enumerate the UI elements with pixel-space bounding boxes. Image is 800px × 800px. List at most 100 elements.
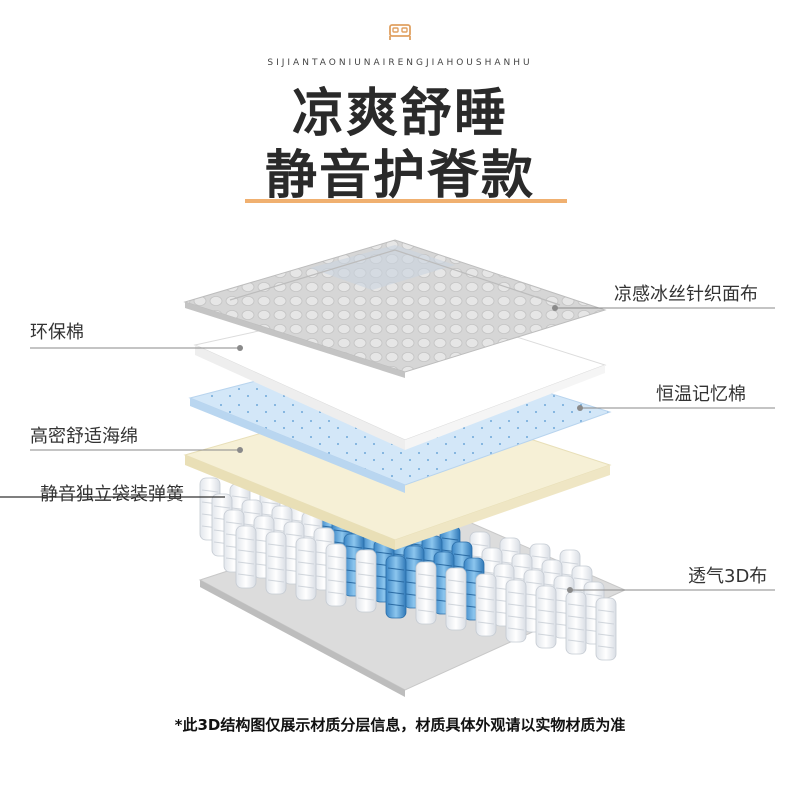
spring-coil-ring <box>303 523 321 527</box>
spring-coil-ring <box>273 517 291 521</box>
spring-coil-ring <box>327 555 345 559</box>
label-memory-foam: 恒温记忆棉 <box>656 384 746 405</box>
spring-coil-ring <box>537 633 555 637</box>
spring-coil-ring <box>357 597 375 601</box>
layer-knit-cover-edge <box>185 302 405 378</box>
spring-coil-ring <box>285 533 303 537</box>
spring-coil-ring <box>567 603 585 607</box>
spring-coil-ring <box>405 557 423 561</box>
layer-foam-edge <box>185 455 395 550</box>
spring-coil-ring <box>237 537 255 541</box>
spring-coil-ring <box>261 501 279 505</box>
spring-coil-ring <box>435 563 453 567</box>
disclaimer-footnote: *此3D结构图仅展示材质分层信息，材质具体外观请以实物材质为准 <box>174 716 626 734</box>
layer-eco-cotton-edge-right <box>405 365 605 450</box>
spring-coil-ring <box>567 615 585 619</box>
spring-coil-ring <box>567 627 585 631</box>
layer-memory-foam-edge <box>190 398 405 493</box>
spring-coil <box>265 531 287 595</box>
spring-coil-ring <box>357 585 375 589</box>
spring-coil-ring <box>597 645 615 649</box>
spring-coil-ring <box>201 489 219 493</box>
label-knit-cover: 凉感冰丝针织面布 <box>614 284 758 305</box>
spring-coil-ring <box>453 553 471 557</box>
spring-coil-ring <box>597 633 615 637</box>
spring-coil-ring <box>513 565 531 569</box>
spring-coil <box>445 567 467 631</box>
spring-coil-ring <box>537 597 555 601</box>
spring-coil-ring <box>477 597 495 601</box>
spring-coil-ring <box>483 559 501 563</box>
spring-coil-ring <box>267 579 285 583</box>
spring-coil-ring <box>597 609 615 613</box>
spring-coil-ring <box>237 561 255 565</box>
leader-lines <box>0 305 775 593</box>
brand-pinyin: SIJIANTAONIUNAIRENGJIAHOUSHANHU <box>267 58 533 68</box>
spring-coil-ring <box>297 573 315 577</box>
spring-coil-ring <box>297 549 315 553</box>
spring-coil-ring <box>387 603 405 607</box>
spring-coil-ring <box>531 555 549 559</box>
spring-coil <box>325 543 347 607</box>
layer-pocket-springs <box>199 477 617 661</box>
layer-knit-cover <box>183 239 607 373</box>
spring-coil-ring <box>417 597 435 601</box>
spring-coil-ring <box>357 573 375 577</box>
spring-coil-ring <box>333 529 351 533</box>
spring-coil-ring <box>231 495 249 499</box>
spring-coil-ring <box>507 615 525 619</box>
spring-coil-ring <box>525 581 543 585</box>
title-line-1: 凉爽舒睡 <box>291 84 508 144</box>
spring-coil-ring <box>507 591 525 595</box>
spring-coil-ring <box>315 539 333 543</box>
spring-coil-ring <box>255 527 273 531</box>
label-pocket-springs: 静音独立袋装弹簧 <box>40 484 184 505</box>
spring-coil-ring <box>327 579 345 583</box>
label-3d-fabric: 透气3D布 <box>688 566 768 587</box>
title-underline <box>245 199 567 203</box>
spring-coil-ring <box>585 593 603 597</box>
spring-coil <box>415 561 437 625</box>
spring-coil-ring <box>243 511 261 515</box>
spring-coil-ring <box>447 591 465 595</box>
spring-coil <box>385 555 407 619</box>
layer-3d-fabric-edge <box>200 580 405 697</box>
spring-coil <box>295 537 317 601</box>
spring-coil-ring <box>297 585 315 589</box>
label-eco-cotton: 环保棉 <box>30 322 84 343</box>
spring-coil-ring <box>237 549 255 553</box>
spring-coil-ring <box>213 505 231 509</box>
knit-cover-quilt-line <box>229 249 561 306</box>
spring-coil-ring <box>501 549 519 553</box>
spring-coil-ring <box>447 579 465 583</box>
spring-coil-ring <box>507 603 525 607</box>
spring-coil-ring <box>477 609 495 613</box>
label-foam: 高密舒适海绵 <box>30 426 138 447</box>
spring-coil-ring <box>375 551 393 555</box>
spring-coil-ring <box>465 569 483 573</box>
spring-coil-ring <box>447 615 465 619</box>
spring-coil-ring <box>495 575 513 579</box>
spring-coil-ring <box>297 561 315 565</box>
spring-coil-ring <box>573 577 591 581</box>
spring-coil-ring <box>357 561 375 565</box>
bed-icon <box>389 24 411 40</box>
spring-coil <box>355 549 377 613</box>
spring-coil-ring <box>471 543 489 547</box>
spring-coil-ring <box>267 567 285 571</box>
spring-coil-ring <box>387 579 405 583</box>
spring-coil-ring <box>423 547 441 551</box>
spring-coil-ring <box>477 621 495 625</box>
spring-coil-ring <box>561 561 579 565</box>
spring-coil-ring <box>543 571 561 575</box>
spring-coil <box>535 585 557 649</box>
spring-coil <box>595 597 617 661</box>
spring-coil-ring <box>417 585 435 589</box>
spring-coil-ring <box>345 545 363 549</box>
spring-coil-ring <box>537 621 555 625</box>
spring-coil-ring <box>387 591 405 595</box>
spring-coil-ring <box>327 591 345 595</box>
spring-coil-ring <box>267 555 285 559</box>
layer-foam-edge-right <box>395 465 610 550</box>
